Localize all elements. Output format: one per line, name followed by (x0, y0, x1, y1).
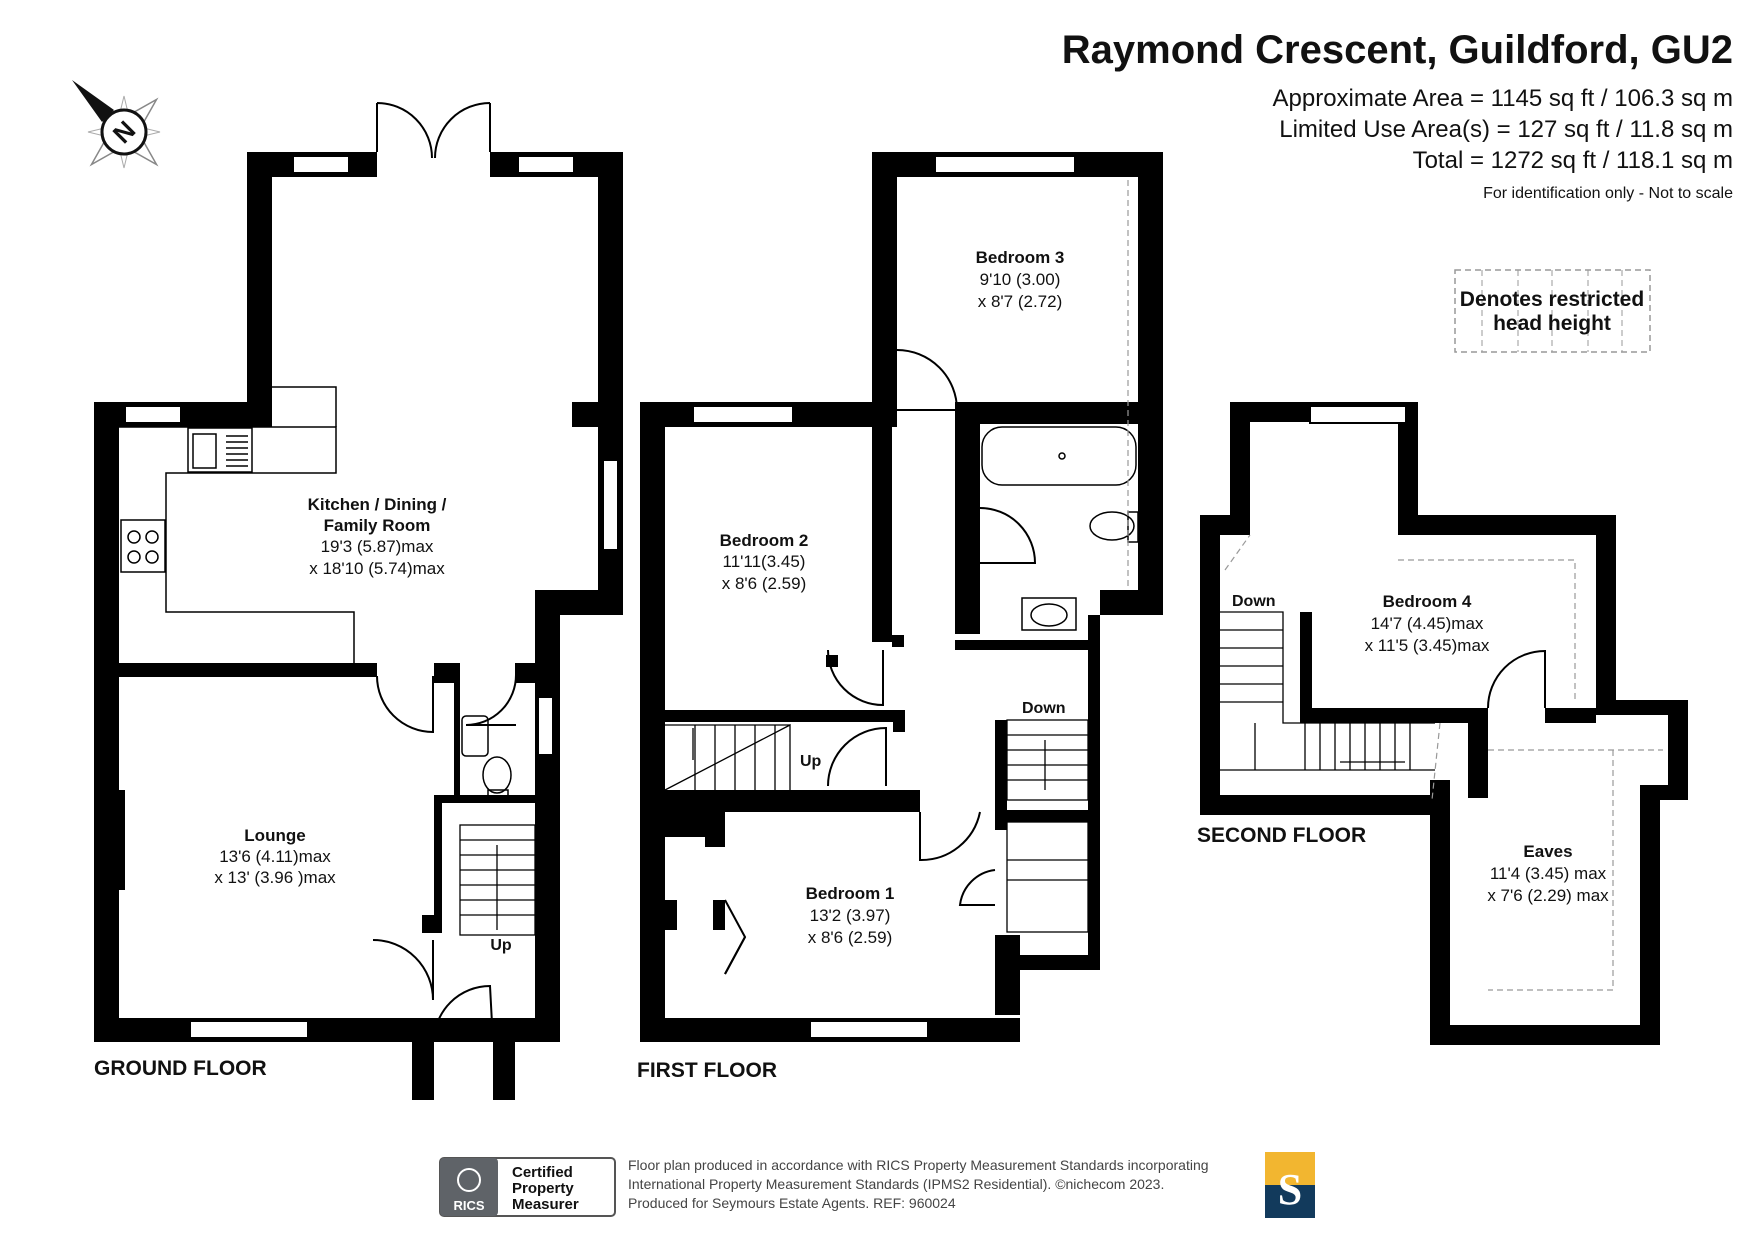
approximate-area: Approximate Area = 1145 sq ft / 106.3 sq… (1273, 85, 1734, 112)
bedroom3-dimension-1: 9'10 (3.00) (980, 270, 1061, 289)
ground-floor-plan (94, 152, 623, 1100)
plan-title: Raymond Crescent, Guildford, GU2 (1062, 28, 1733, 72)
limited-use-area: Limited Use Area(s) = 127 sq ft / 11.8 s… (1279, 116, 1733, 143)
kitchen-dimension-2: x 18'10 (5.74)max (309, 559, 445, 578)
total-area: Total = 1272 sq ft / 118.1 sq m (1413, 147, 1733, 174)
second-floor-doors (1487, 649, 1546, 709)
bedroom1-name: Bedroom 1 (806, 884, 895, 903)
kitchen-counter (119, 386, 355, 663)
seymours-logo-letter: S (1278, 1165, 1302, 1214)
eaves-dimension-1: 11'4 (3.45) max (1490, 864, 1607, 883)
second-stairs-down-label: Down (1232, 593, 1276, 610)
bedroom4-dimension-1: 14'7 (4.45)max (1371, 614, 1484, 633)
bedroom2-name: Bedroom 2 (720, 531, 809, 550)
rics-badge-text: RICS (453, 1198, 484, 1213)
lounge-name: Lounge (244, 826, 305, 845)
first-staircase-down (1006, 719, 1089, 933)
bedroom3-name: Bedroom 3 (976, 248, 1065, 267)
restricted-height-legend: Denotes restricted head height (1454, 269, 1651, 353)
cloakroom-wc-icon (461, 715, 512, 801)
first-floor-windows (692, 155, 1076, 1039)
second-staircase (1220, 611, 1435, 771)
second-floor-plan (1200, 402, 1688, 1045)
bedroom1-dimension-2: x 8'6 (2.59) (808, 928, 893, 947)
hob-icon (120, 519, 166, 573)
second-floor-restricted-lines (1224, 534, 1663, 991)
bedroom1-dimension-1: 13'2 (3.97) (810, 906, 891, 925)
seymours-logo: S (1265, 1152, 1315, 1218)
footer-text-line-3: Produced for Seymours Estate Agents. REF… (628, 1195, 956, 1211)
second-floor-windows (1309, 405, 1407, 424)
rics-certified-badge: RICS Certified Property Measurer (439, 1157, 616, 1217)
ground-staircase (459, 824, 536, 936)
footer-text-line-2: International Property Measurement Stand… (628, 1176, 1164, 1192)
bedroom2-dimension-2: x 8'6 (2.59) (722, 574, 807, 593)
bedroom3-dimension-2: x 8'7 (2.72) (978, 292, 1063, 311)
ground-floor-windows (124, 155, 619, 1039)
rics-line-1: Certified (512, 1164, 573, 1181)
first-stairs-down-label: Down (1022, 700, 1066, 717)
first-floor-plan (640, 152, 1163, 1042)
ground-floor-doors (372, 102, 517, 1043)
eaves-dimension-2: x 7'6 (2.29) max (1487, 886, 1609, 905)
eaves-name: Eaves (1523, 842, 1572, 861)
bedroom4-name: Bedroom 4 (1383, 592, 1472, 611)
kitchen-dimension-1: 19'3 (5.87)max (321, 537, 434, 556)
legend-line-1: Denotes restricted (1460, 288, 1644, 311)
second-floor-label: SECOND FLOOR (1197, 824, 1366, 847)
bedroom4-dimension-2: x 11'5 (3.45)max (1365, 636, 1490, 655)
first-floor-label: FIRST FLOOR (637, 1059, 777, 1082)
rics-line-2: Property (512, 1180, 574, 1197)
scale-disclaimer: For identification only - Not to scale (1483, 185, 1733, 202)
kitchen-name-1: Kitchen / Dining / (308, 495, 447, 514)
kitchen-name-2: Family Room (324, 516, 431, 535)
bedroom2-dimension-1: 11'11(3.45) (723, 552, 806, 571)
compass-icon: N (72, 80, 161, 169)
first-floor-doors (724, 349, 1037, 975)
ground-stairs-up-label: Up (490, 937, 512, 954)
footer-text-line-1: Floor plan produced in accordance with R… (628, 1157, 1209, 1173)
rics-line-3: Measurer (512, 1196, 579, 1213)
first-stairs-up-label: Up (800, 753, 822, 770)
lounge-dimension-1: 13'6 (4.11)max (219, 847, 331, 866)
bathroom-fixtures (981, 426, 1139, 631)
lounge-dimension-2: x 13' (3.96 )max (214, 868, 336, 887)
legend-line-2: head height (1493, 312, 1611, 335)
first-staircase-up (664, 723, 791, 791)
ground-floor-label: GROUND FLOOR (94, 1057, 267, 1080)
